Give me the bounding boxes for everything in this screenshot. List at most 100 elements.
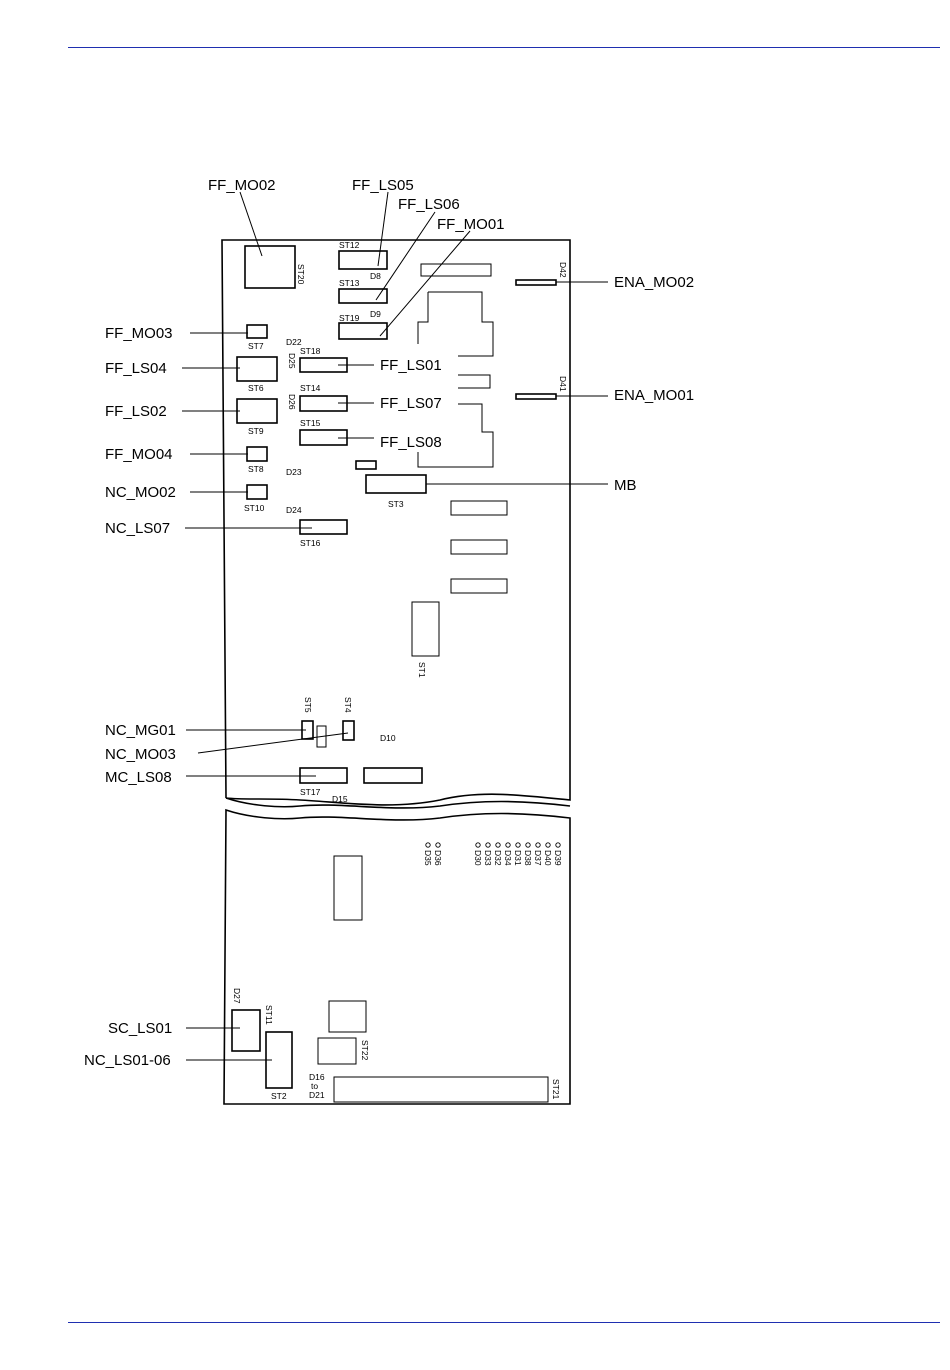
label-st19: ST19 — [339, 313, 360, 323]
board-break-edge-upper — [225, 797, 571, 809]
callout-ff-mo01: FF_MO01 — [437, 216, 505, 233]
leader-ff-mo01 — [379, 230, 471, 337]
label-st8: ST8 — [248, 464, 264, 474]
connector-st6 — [236, 356, 278, 382]
label-st13: ST13 — [339, 278, 360, 288]
callout-mc-ls08: MC_LS08 — [105, 769, 172, 786]
label-d26: D26 — [287, 394, 297, 410]
label-d15: D15 — [332, 794, 348, 804]
label-st5: ST5 — [303, 697, 313, 713]
label-st16: ST16 — [300, 538, 321, 548]
label-st7: ST7 — [248, 341, 264, 351]
label-st12: ST12 — [339, 240, 360, 250]
top-rule — [68, 47, 940, 48]
connector-st11 — [231, 1009, 261, 1052]
label-d30: D30 — [473, 850, 483, 866]
leader-lines — [182, 191, 608, 1061]
label-d42: D42 — [558, 262, 568, 278]
connector-d42 — [515, 279, 557, 286]
led-d37 — [535, 842, 541, 848]
label-d22: D22 — [286, 337, 302, 347]
callout-nc-mg01: NC_MG01 — [105, 722, 176, 739]
label-st2: ST2 — [271, 1091, 287, 1101]
callout-sc-ls01: SC_LS01 — [108, 1020, 172, 1037]
leader-nc-mo03 — [197, 732, 349, 754]
led-d39 — [555, 842, 561, 848]
callout-ff-ls08: FF_LS08 — [380, 434, 442, 451]
led-d38 — [525, 842, 531, 848]
label-d24: D24 — [286, 505, 302, 515]
callout-ff-mo03: FF_MO03 — [105, 325, 173, 342]
label-d23: D23 — [286, 467, 302, 477]
led-d32 — [495, 842, 501, 848]
component-outline-d — [417, 403, 494, 468]
component-box-1 — [450, 500, 508, 516]
connector-st10 — [246, 484, 268, 500]
label-st3: ST3 — [388, 499, 404, 509]
label-d16-to: to — [311, 1081, 318, 1091]
component-square — [328, 1000, 367, 1033]
label-st14: ST14 — [300, 383, 321, 393]
component-lower-ic — [333, 855, 363, 921]
component-small-d23 — [355, 460, 377, 470]
label-st9: ST9 — [248, 426, 264, 436]
callout-nc-ls01-06: NC_LS01-06 — [84, 1052, 171, 1069]
leader-ff-mo02 — [239, 191, 263, 257]
label-d38: D38 — [523, 850, 533, 866]
label-d25: D25 — [287, 353, 297, 369]
label-st10: ST10 — [244, 503, 265, 513]
bottom-rule — [68, 1322, 940, 1323]
connector-st19 — [338, 322, 388, 340]
callout-ff-ls07: FF_LS07 — [380, 395, 442, 412]
led-d33 — [485, 842, 491, 848]
label-st21: ST21 — [551, 1079, 561, 1100]
component-outline-b — [417, 292, 429, 344]
led-d31 — [515, 842, 521, 848]
callout-ff-ls06: FF_LS06 — [398, 196, 460, 213]
leader-ff-ls06 — [375, 211, 436, 301]
component-outline-a — [428, 291, 494, 357]
leader-ff-ls05 — [377, 191, 389, 267]
label-d41: D41 — [558, 376, 568, 392]
connector-st12 — [338, 250, 388, 270]
led-d40 — [545, 842, 551, 848]
led-d36 — [435, 842, 441, 848]
label-st22: ST22 — [360, 1040, 370, 1061]
callout-ena-mo02: ENA_MO02 — [614, 274, 694, 291]
connector-st13 — [338, 288, 388, 304]
board-lower-outline — [223, 808, 571, 1105]
callout-mb: MB — [614, 477, 637, 494]
connector-d41 — [515, 393, 557, 400]
led-d30 — [475, 842, 481, 848]
label-st17: ST17 — [300, 787, 321, 797]
label-d21: D21 — [309, 1090, 325, 1100]
led-d35 — [425, 842, 431, 848]
label-d34: D34 — [503, 850, 513, 866]
callout-ff-ls05: FF_LS05 — [352, 177, 414, 194]
label-st18: ST18 — [300, 346, 321, 356]
label-d8: D8 — [370, 271, 381, 281]
label-d10: D10 — [380, 733, 396, 743]
label-d36: D36 — [433, 850, 443, 866]
callout-ff-ls02: FF_LS02 — [105, 403, 167, 420]
label-d33: D33 — [483, 850, 493, 866]
component-top-strip — [420, 263, 492, 277]
label-d40: D40 — [543, 850, 553, 866]
component-st5-side — [316, 725, 327, 748]
label-d35: D35 — [423, 850, 433, 866]
connector-st9 — [236, 398, 278, 424]
led-row — [425, 842, 561, 848]
label-st11: ST11 — [264, 1005, 274, 1025]
connector-st8 — [246, 446, 268, 462]
label-d31: D31 — [513, 850, 523, 866]
connector-d15-adjacent — [363, 767, 423, 784]
label-st20: ST20 — [296, 264, 306, 285]
connector-st7 — [246, 324, 268, 339]
label-st4: ST4 — [343, 697, 353, 713]
label-d9: D9 — [370, 309, 381, 319]
connector-st4 — [342, 720, 355, 741]
callout-ff-mo04: FF_MO04 — [105, 446, 173, 463]
callout-nc-mo02: NC_MO02 — [105, 484, 176, 501]
connector-st20 — [244, 245, 296, 289]
